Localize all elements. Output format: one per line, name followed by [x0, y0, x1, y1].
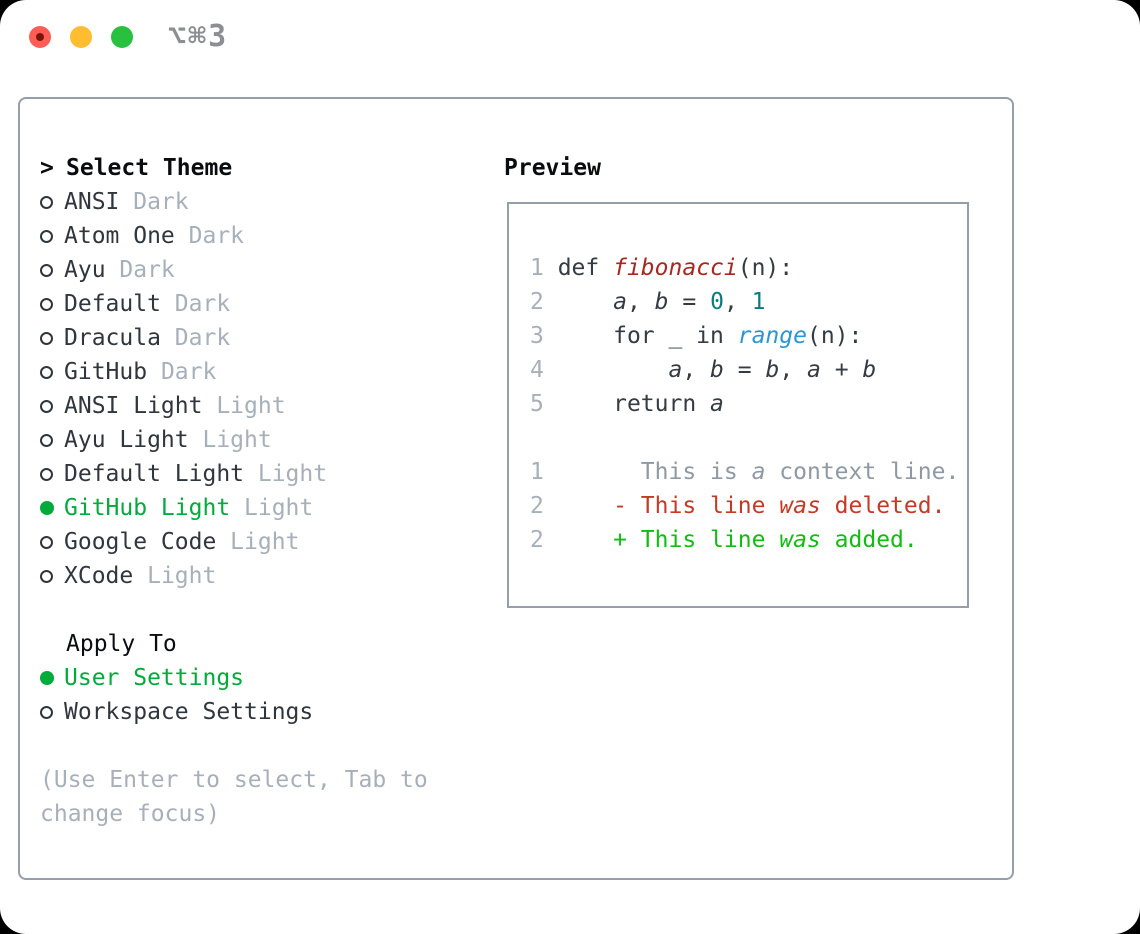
window-title-shortcut: ⌥⌘3 — [168, 19, 229, 54]
theme-variant: Light — [202, 393, 286, 419]
theme-name: Atom One — [64, 223, 175, 249]
theme-variant: Dark — [105, 257, 175, 283]
unsaved-dot-icon — [36, 33, 44, 41]
radio-icon — [40, 705, 53, 719]
theme-variant: Dark — [174, 223, 245, 249]
theme-name: GitHub Light — [64, 495, 231, 521]
apply-to-header: Apply To — [66, 631, 177, 657]
theme-option-ayu-light-light[interactable]: Ayu Light Light — [40, 423, 472, 457]
theme-name: Default Light — [64, 461, 245, 487]
preview-code: 1 def fibonacci(n): 2 a, b = 0, 1 3 for _ … — [509, 204, 967, 557]
theme-option-ansi-dark[interactable]: ANSI Dark — [40, 185, 472, 219]
apply-option-label: User Settings — [64, 665, 245, 691]
theme-name: Ayu Light — [64, 427, 189, 453]
theme-name: Ayu — [64, 257, 106, 283]
theme-option-ayu-dark[interactable]: Ayu Dark — [40, 253, 472, 287]
theme-name: ANSI — [64, 189, 120, 215]
theme-variant: Dark — [160, 325, 231, 351]
apply-option-workspace-settings[interactable]: Workspace Settings — [40, 695, 472, 729]
theme-option-google-code-light[interactable]: Google Code Light — [40, 525, 472, 559]
theme-variant: Dark — [160, 291, 231, 317]
preview-line: 3 for _ in range(n): — [530, 323, 863, 349]
theme-name: Default — [64, 291, 161, 317]
theme-option-ansi-light-light[interactable]: ANSI Light Light — [40, 389, 472, 423]
theme-name: Google Code — [64, 529, 217, 555]
theme-variant: Dark — [147, 359, 217, 385]
radio-icon — [40, 195, 53, 209]
keyboard-hint: (Use Enter to select, Tab to change focu… — [40, 767, 428, 827]
preview-line: 4 a, b = b, a + b — [530, 357, 877, 383]
radio-icon — [40, 365, 53, 379]
theme-option-default-dark[interactable]: Default Dark — [40, 287, 472, 321]
radio-icon — [40, 297, 53, 311]
zoom-button[interactable] — [111, 26, 133, 48]
theme-name: GitHub — [64, 359, 148, 385]
theme-variant: Light — [216, 529, 300, 555]
radio-icon — [40, 535, 53, 549]
select-theme-header: > Select Theme — [40, 151, 472, 185]
radio-icon — [40, 433, 53, 447]
preview-line: 2 + This line was added. — [530, 527, 918, 553]
radio-icon — [40, 263, 53, 277]
theme-option-default-light-light[interactable]: Default Light Light — [40, 457, 472, 491]
preview-line: 1 This is a context line. — [530, 459, 960, 485]
titlebar: ⌥⌘3 — [0, 0, 1140, 72]
theme-name: Dracula — [64, 325, 161, 351]
theme-variant: Dark — [119, 189, 189, 215]
theme-option-github-dark[interactable]: GitHub Dark — [40, 355, 472, 389]
preview-blank-line — [530, 421, 967, 455]
preview-line: 2 - This line was deleted. — [530, 493, 946, 519]
traffic-lights — [29, 26, 133, 48]
apply-option-user-settings[interactable]: User Settings — [40, 661, 472, 695]
theme-name: XCode — [64, 563, 134, 589]
radio-selected-icon — [40, 501, 54, 515]
theme-option-atom-one-dark[interactable]: Atom One Dark — [40, 219, 472, 253]
minimize-button[interactable] — [70, 26, 92, 48]
radio-icon — [40, 569, 53, 583]
preview-line: 2 a, b = 0, 1 — [530, 289, 766, 315]
radio-icon — [40, 467, 53, 481]
selection-caret: > — [40, 155, 54, 181]
spacer — [40, 729, 472, 763]
spacer — [40, 593, 472, 627]
preview-line: 5 return a — [530, 391, 724, 417]
radio-icon — [40, 331, 53, 345]
preview-title: Preview — [504, 155, 601, 181]
radio-icon — [40, 229, 53, 243]
theme-variant: Light — [244, 461, 328, 487]
preview-pane: 1 def fibonacci(n): 2 a, b = 0, 1 3 for _ … — [507, 202, 969, 608]
preview-line: 1 def fibonacci(n): — [530, 255, 794, 281]
radio-selected-icon — [40, 671, 54, 685]
close-button[interactable] — [29, 26, 51, 48]
theme-option-github-light-light[interactable]: GitHub Light Light — [40, 491, 472, 525]
theme-variant: Light — [188, 427, 272, 453]
theme-option-xcode-light[interactable]: XCode Light — [40, 559, 472, 593]
theme-variant: Light — [133, 563, 217, 589]
theme-option-dracula-dark[interactable]: Dracula Dark — [40, 321, 472, 355]
select-theme-title: Select Theme — [66, 155, 233, 181]
theme-name: ANSI Light — [64, 393, 203, 419]
theme-variant: Light — [230, 495, 314, 521]
radio-icon — [40, 399, 53, 413]
apply-option-label: Workspace Settings — [64, 699, 314, 725]
